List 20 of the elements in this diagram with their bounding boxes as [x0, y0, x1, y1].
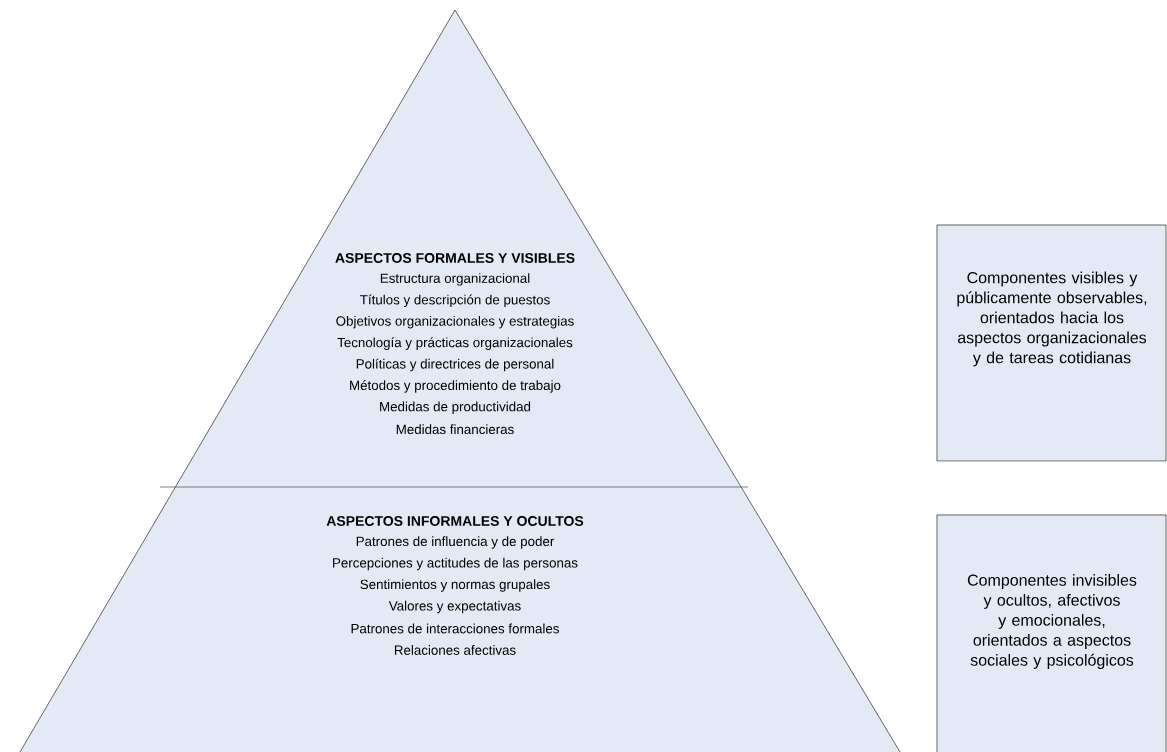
node-label: Objetivos organizacionales y estrategias — [336, 315, 574, 329]
node-label: Patrones de interacciones formales — [351, 623, 559, 634]
node-label: Relaciones afectivas — [394, 645, 516, 655]
node-label: Métodos y procedimiento de trabajo — [350, 380, 561, 393]
node-label: ASPECTOS FORMALES Y VISIBLES — [335, 253, 575, 263]
node-label: Tecnología y prácticas organizacionales — [337, 337, 573, 350]
node-label: Valores y expectativas — [388, 600, 521, 614]
node-label: Patrones de influencia y de poder — [356, 536, 555, 549]
description-box: Componentes invisibles y ocultos, afectivos y emocionales, orientados a aspectos sociales y psicológicos — [936, 514, 1167, 752]
node-label: Medidas financieras — [396, 424, 514, 435]
node-label: Percepciones y actitudes de las personas — [333, 557, 578, 571]
pyramid-band: ASPECTOS FORMALES Y VISIBLES Estructura organizacional Títulos y descripción de puestos Objetivos organizacionales y estrategias Tecnología y prácticas organizacionales Políticas y directrices de personal Métodos y procedimiento de trabajo Medidas de productividad Medidas financieras — [175, 9, 742, 488]
pyramid-band: ASPECTOS INFORMALES Y OCULTOS Patrones de influencia y de poder Percepciones y actitudes de las personas Sentimientos y normas grupales Valores y expectativas Patrones de interacciones formales Relaciones afectivas — [19, 486, 901, 752]
node-label: ASPECTOS INFORMALES Y OCULTOS — [326, 516, 584, 526]
node-label: Títulos y descripción de puestos — [360, 294, 550, 308]
node-label: Estructura organizacional — [380, 273, 530, 286]
node-label: Medidas de productividad — [380, 401, 531, 414]
node-label: Sentimientos y normas grupales — [360, 579, 550, 592]
description-box: Componentes visibles y públicamente observables, orientados hacia los aspectos organizacionales y de tareas cotidianas — [936, 224, 1167, 462]
node-label: Políticas y directrices de personal — [356, 358, 554, 372]
